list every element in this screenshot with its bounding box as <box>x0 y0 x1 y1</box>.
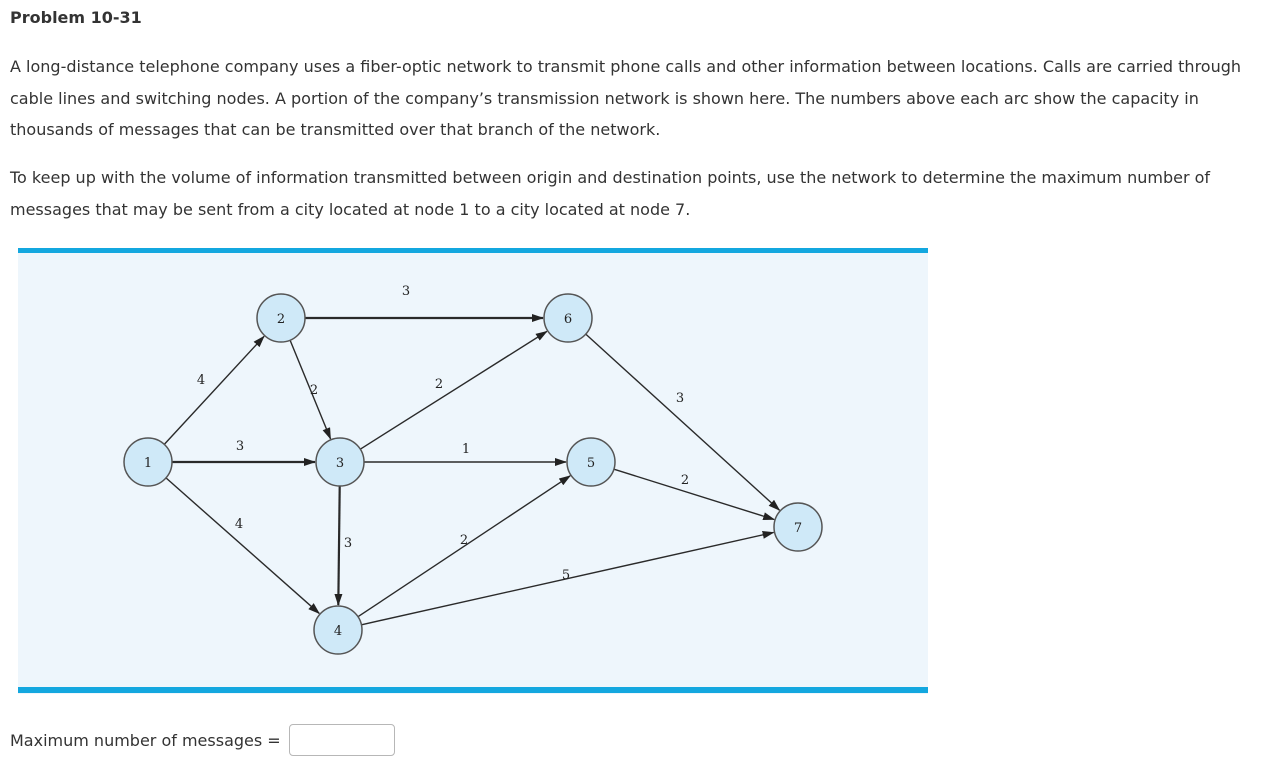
answer-row: Maximum number of messages = <box>10 723 395 757</box>
arc-4-5 <box>357 475 572 618</box>
nodes-layer: 1 2 3 4 5 6 7 <box>123 293 823 655</box>
node-4: 4 <box>313 605 363 655</box>
arc-capacity-4-7: 5 <box>562 568 570 583</box>
arc-capacity-2-6: 3 <box>402 284 410 299</box>
node-2: 2 <box>256 293 306 343</box>
arc-5-7 <box>613 468 776 521</box>
arc-1-2 <box>163 335 265 445</box>
node-circle-4 <box>313 605 363 655</box>
answer-label: Maximum number of messages = <box>10 730 281 750</box>
node-label-4: 4 <box>334 624 342 639</box>
problem-title: Problem 10-31 <box>10 8 142 27</box>
network-figure: 4 3 4 2 3 3 1 2 2 5 2 3 1 2 3 4 5 6 7 <box>18 248 928 694</box>
arc-6-7 <box>585 333 781 511</box>
node-1: 1 <box>123 437 173 487</box>
answer-input[interactable] <box>288 724 395 756</box>
node-circle-6 <box>543 293 593 343</box>
node-label-3: 3 <box>336 456 344 471</box>
top-border <box>18 248 928 253</box>
node-label-5: 5 <box>587 456 595 471</box>
node-label-2: 2 <box>277 312 285 327</box>
node-circle-1 <box>123 437 173 487</box>
problem-paragraph-2: To keep up with the volume of informatio… <box>10 168 1211 219</box>
arc-2-3 <box>289 339 332 440</box>
node-label-6: 6 <box>564 312 572 327</box>
arc-4-7 <box>361 530 775 626</box>
arc-3-6 <box>359 330 548 450</box>
node-circle-2 <box>256 293 306 343</box>
arc-capacity-3-4: 3 <box>344 536 352 551</box>
node-label-1: 1 <box>144 456 152 471</box>
node-circle-3 <box>315 437 365 487</box>
arcs-layer: 4 3 4 2 3 3 1 2 2 5 2 3 <box>163 284 781 626</box>
node-label-7: 7 <box>794 521 802 536</box>
bottom-border <box>18 687 928 693</box>
arc-capacity-4-5: 2 <box>460 533 468 548</box>
node-7: 7 <box>773 502 823 552</box>
arc-capacity-5-7: 2 <box>681 473 689 488</box>
node-5: 5 <box>566 437 616 487</box>
arc-3-4 <box>334 485 343 607</box>
node-6: 6 <box>543 293 593 343</box>
arc-capacity-1-4: 4 <box>235 517 243 532</box>
node-circle-7 <box>773 502 823 552</box>
node-3: 3 <box>315 437 365 487</box>
arc-1-4 <box>165 477 321 615</box>
node-circle-5 <box>566 437 616 487</box>
network-diagram: 4 3 4 2 3 3 1 2 2 5 2 3 1 2 3 4 5 6 7 <box>18 248 928 694</box>
arc-capacity-3-6: 2 <box>435 377 443 392</box>
problem-paragraph-1: A long-distance telephone company uses a… <box>10 57 1242 139</box>
arc-capacity-3-5: 1 <box>462 442 470 457</box>
arc-capacity-1-3: 3 <box>236 439 244 454</box>
arc-capacity-2-3: 2 <box>310 383 318 398</box>
arc-capacity-1-2: 4 <box>197 373 205 388</box>
arc-capacity-6-7: 3 <box>676 391 684 406</box>
